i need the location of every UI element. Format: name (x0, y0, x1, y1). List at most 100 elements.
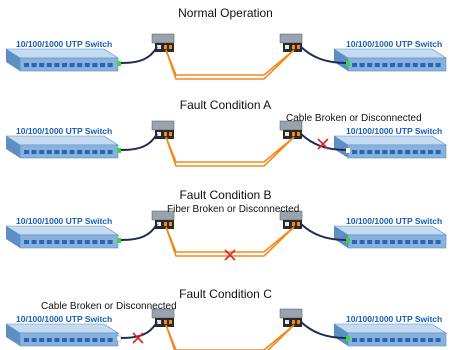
copper-cable (300, 133, 347, 151)
switch-port (92, 338, 98, 342)
converter-fiber-port (292, 222, 295, 226)
switch-port (374, 63, 380, 67)
converter-port (157, 222, 161, 226)
switch-port (382, 63, 388, 67)
left-switch (4, 225, 120, 249)
left-switch (4, 135, 120, 159)
media-converter (151, 210, 175, 229)
switch-port (390, 63, 395, 67)
switch-port (405, 150, 411, 154)
switch-port (92, 240, 98, 244)
switch-top (4, 135, 120, 146)
right-switch-label: 10/100/1000 UTP Switch (346, 126, 443, 136)
switch-port (428, 63, 433, 67)
media-converter (279, 33, 303, 52)
fiber-cable (165, 226, 295, 257)
converter-fiber-port (297, 45, 300, 49)
switch-port (100, 63, 105, 67)
left-switch-label: 10/100/1000 UTP Switch (16, 39, 113, 49)
right-switch-label: 10/100/1000 UTP Switch (346, 216, 443, 226)
switch-port (107, 240, 113, 244)
switch-port (435, 240, 441, 244)
switch-port (24, 150, 29, 154)
switch-port (84, 240, 90, 244)
converter-top (279, 308, 303, 319)
converter-fiber-port (164, 132, 167, 136)
switch-port (405, 338, 411, 342)
media-converter (151, 33, 175, 52)
switch-port (54, 240, 60, 244)
right-switch-label: 10/100/1000 UTP Switch (346, 39, 443, 49)
converter-top (279, 33, 303, 44)
switch-side (6, 226, 20, 248)
switch-port (428, 240, 433, 244)
switch-port (46, 240, 52, 244)
left-switch-label: 10/100/1000 UTP Switch (16, 126, 113, 136)
switch-port (420, 150, 426, 154)
converter-port (157, 132, 161, 136)
switch-port (69, 150, 75, 154)
switch-port (77, 338, 83, 342)
switch-port (359, 63, 365, 67)
switch-port (31, 150, 37, 154)
switch-port (31, 240, 37, 244)
scenario-title: Fault Condition B (179, 188, 272, 202)
switch-port (352, 63, 357, 67)
switch-port (412, 63, 418, 67)
switch-port (46, 338, 52, 342)
switch-port (100, 150, 105, 154)
switch-port (39, 150, 45, 154)
switch-top (332, 323, 448, 334)
switch-top (332, 48, 448, 59)
converter-fiber-port (169, 222, 172, 226)
switch-port (435, 338, 441, 342)
media-converter (279, 120, 303, 139)
switch-port (359, 338, 365, 342)
fault-x-stroke (317, 138, 329, 150)
switch-port (39, 240, 45, 244)
switch-port (77, 150, 83, 154)
switch-port (382, 240, 388, 244)
switch-port (397, 240, 403, 244)
switch-port (62, 240, 67, 244)
switch-port (107, 63, 113, 67)
copper-cable (120, 321, 158, 339)
fault-note: Fiber Broken or Disconnected (167, 204, 300, 215)
switch-side (334, 136, 348, 158)
switch-port (359, 150, 365, 154)
switch-top (4, 225, 120, 236)
converter-fiber-port (164, 45, 167, 49)
converter-top (151, 33, 175, 44)
converter-port (285, 320, 289, 324)
switch-port (390, 338, 395, 342)
left-switch (4, 48, 120, 72)
scenario-title: Fault Condition A (179, 98, 272, 112)
switch-port (367, 338, 373, 342)
switch-port (405, 240, 411, 244)
switch-port (420, 338, 426, 342)
switch-port (54, 338, 60, 342)
switch-port (359, 240, 365, 244)
switch-port (435, 63, 441, 67)
fiber-cable (165, 136, 295, 163)
switch-side (334, 49, 348, 71)
switch-port (107, 150, 113, 154)
switch-top (4, 323, 120, 334)
switch-port (405, 63, 411, 67)
fault-note: Cable Broken or Disconnected (41, 301, 177, 312)
switch-port (382, 338, 388, 342)
link-led (117, 61, 121, 66)
converter-fiber-port (297, 132, 300, 136)
switch-port (428, 338, 433, 342)
copper-cable (120, 223, 158, 241)
switch-port (92, 150, 98, 154)
switch-port (54, 63, 60, 67)
right-switch (332, 323, 448, 347)
copper-cable (300, 223, 347, 241)
fiber-cable (165, 226, 295, 253)
switch-top (332, 135, 448, 146)
media-converter (151, 308, 175, 327)
link-led (346, 336, 350, 341)
switch-port (84, 338, 90, 342)
